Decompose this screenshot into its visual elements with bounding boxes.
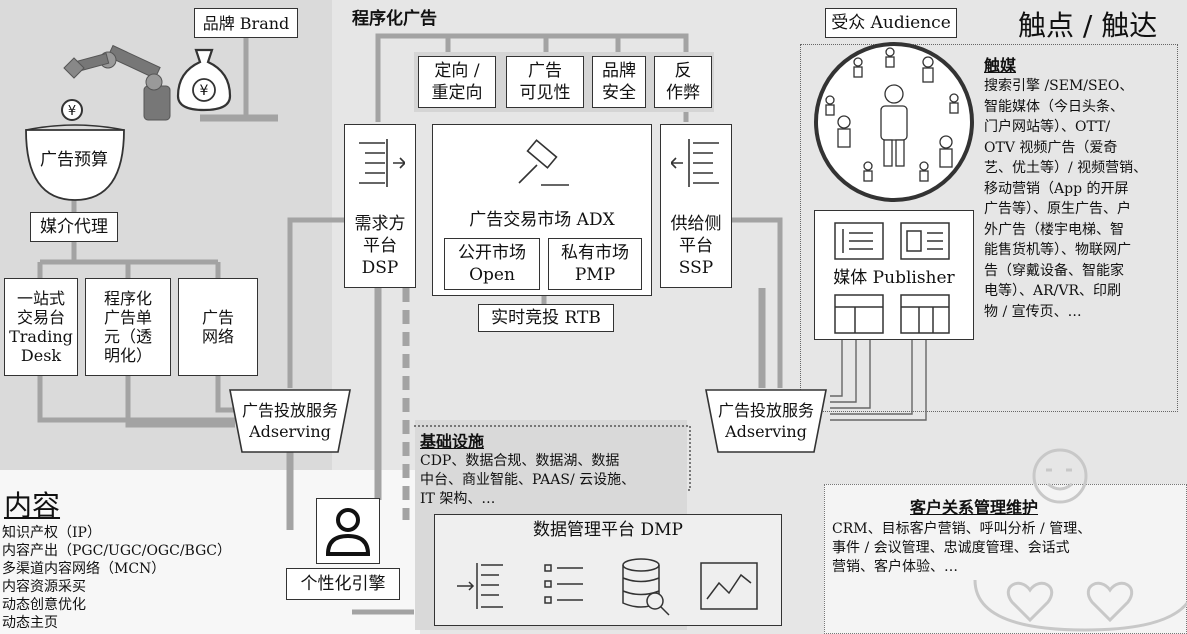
budget-bowl bbox=[25, 124, 125, 201]
dmp-label: 数据管理平台 DMP bbox=[533, 520, 683, 540]
audience-person-icon bbox=[825, 47, 959, 182]
crm-panel bbox=[824, 484, 1187, 634]
anti-fraud-box: 反 作弊 bbox=[654, 56, 712, 108]
ssp-icon bbox=[671, 139, 719, 187]
private-market-box: 私有市场 PMP bbox=[548, 238, 642, 290]
database-search-icon bbox=[622, 558, 670, 616]
gavel-icon bbox=[518, 139, 569, 186]
audience-circle bbox=[814, 42, 974, 202]
ssp-box: 供给侧 平台 SSP bbox=[660, 124, 732, 288]
brand-safety-box: 品牌 安全 bbox=[592, 56, 646, 108]
ad-visibility-box: 广告 可见性 bbox=[506, 56, 584, 108]
publisher-box: 媒体 Publisher bbox=[814, 210, 974, 340]
ad-budget-label: 广告预算 bbox=[40, 150, 108, 170]
rtb-box: 实时竞投 RTB bbox=[478, 304, 614, 332]
content-title: 内容 bbox=[4, 489, 61, 522]
svg-text:¥: ¥ bbox=[200, 83, 209, 99]
svg-text:¥: ¥ bbox=[68, 104, 76, 119]
crm-text: CRM、目标客户营销、呼叫分析 / 管理、 事件 / 会议管理、忠诚度管理、会话… bbox=[832, 521, 1092, 575]
personalization-engine-box: 个性化引擎 bbox=[286, 568, 400, 600]
robot-arm-icon: ¥ bbox=[61, 44, 171, 121]
content-item: 知识产权（IP） bbox=[2, 525, 101, 541]
dsp-icon bbox=[359, 139, 405, 187]
infra-title: 基础设施 bbox=[420, 432, 485, 451]
content-item: 内容资源采买 bbox=[2, 579, 86, 595]
publisher-layout-icons bbox=[834, 222, 950, 334]
content-item: 动态主页 bbox=[2, 615, 58, 631]
dmp-box: 数据管理平台 DMP bbox=[434, 514, 782, 626]
open-market-box: 公开市场 Open bbox=[444, 238, 540, 290]
ssp-label: 供给侧 平台 SSP bbox=[670, 214, 722, 278]
touch-panel bbox=[800, 44, 1178, 412]
adserving-left-label: 广告投放服务 Adserving bbox=[241, 401, 338, 441]
content-item: 多渠道内容网络（MCN） bbox=[2, 561, 166, 577]
checklist-icon bbox=[544, 564, 583, 604]
personalization-avatar-box bbox=[316, 498, 380, 564]
targeting-box: 定向 / 重定向 bbox=[418, 56, 496, 108]
publisher-label: 媒体 Publisher bbox=[833, 268, 955, 288]
media-touch-text: 搜索引擎 /SEM/SEO、 智能媒体（今日头条、 门户网站等）、OTT/ OT… bbox=[984, 78, 1148, 320]
audience-label: 受众 Audience bbox=[825, 8, 957, 38]
avatar-icon bbox=[325, 508, 371, 556]
list-arrow-icon bbox=[457, 563, 503, 609]
infra-text: CDP、数据合规、数据湖、数据 中台、商业智能、PAAS/ 云设施、 IT 架构… bbox=[420, 453, 636, 507]
content-item: 动态创意优化 bbox=[2, 597, 86, 613]
dmp-icons bbox=[457, 558, 758, 616]
brand-label: 品牌 Brand bbox=[194, 8, 298, 38]
media-agency-box: 媒介代理 bbox=[30, 212, 118, 242]
touchpoint-title: 触点 / 触达 bbox=[1018, 9, 1158, 42]
adserving-right-shape bbox=[705, 389, 827, 453]
trading-desk-box: 一站式 交易台 Trading Desk bbox=[4, 278, 78, 376]
programmatic-ad-unit-box: 程序化 广告单 元（透 明化） bbox=[85, 278, 171, 376]
crm-title: 客户关系管理维护 bbox=[910, 498, 1039, 517]
programmatic-title: 程序化广告 bbox=[352, 9, 437, 29]
adserving-left-shape bbox=[229, 389, 351, 453]
media-touch-title: 触媒 bbox=[984, 56, 1017, 75]
ad-network-box: 广告 网络 bbox=[178, 278, 258, 376]
adx-label: 广告交易市场 ADX bbox=[469, 210, 615, 230]
content-item: 内容产出（PGC/UGC/OGC/BGC） bbox=[2, 543, 231, 559]
money-bag-icon: ¥ bbox=[176, 48, 232, 112]
dsp-box: 需求方 平台 DSP bbox=[344, 124, 416, 288]
adserving-right-label: 广告投放服务 Adserving bbox=[717, 401, 814, 441]
line-chart-icon bbox=[700, 562, 758, 610]
dsp-label: 需求方 平台 DSP bbox=[354, 214, 406, 278]
